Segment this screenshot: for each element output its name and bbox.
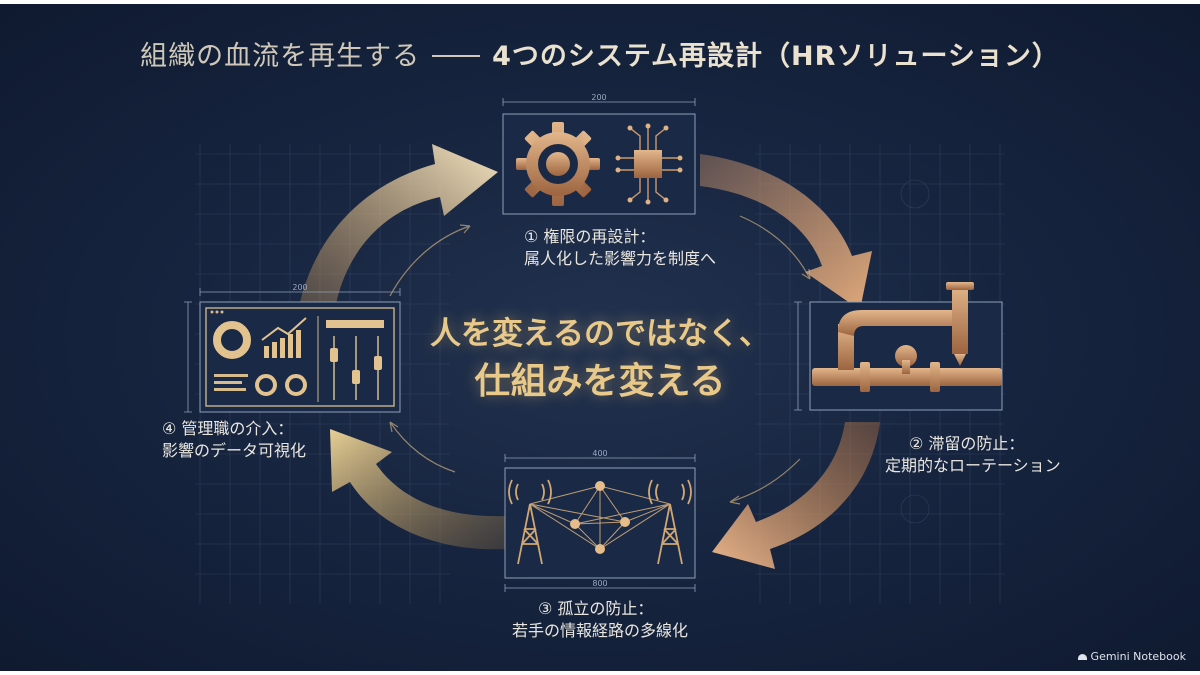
step-4-heading: ④ 管理職の介入： — [162, 419, 294, 438]
arrow-bottom-right — [712, 422, 880, 569]
step-3-heading: ③ 孤立の防止： — [538, 599, 654, 618]
step-1-heading: ① 権限の再設計： — [524, 227, 656, 246]
title-part-2: 4つのシステム再設計（HRソリューション） — [492, 41, 1060, 72]
title-part-1: 組織の血流を再生する — [140, 41, 421, 72]
step-3-detail: 若手の情報経路の多線化 — [512, 621, 689, 640]
step-2-heading: ② 滞留の防止： — [909, 434, 1025, 453]
center-message: 人を変えるのではなく、 仕組みを変える — [380, 312, 820, 408]
inner-arrows — [389, 215, 811, 505]
step-4-detail: 影響のデータ可視化 — [162, 441, 307, 460]
center-line-1: 人を変えるのではなく、 — [429, 316, 771, 352]
node-1-dimension: 200 — [591, 93, 606, 102]
title-dash — [432, 54, 481, 57]
node-3-dimension: 400 — [592, 449, 607, 458]
dashboard-icon — [205, 307, 395, 407]
node-3-dimension-bottom: 800 — [592, 579, 607, 588]
pipe-valve-icon — [812, 282, 1002, 392]
arrow-top-right — [700, 154, 872, 310]
brand-label: Gemini Notebook — [1090, 650, 1186, 663]
center-line-2: 仕組みを変える — [474, 361, 726, 402]
page-title: 組織の血流を再生する 4つのシステム再設計（HRソリューション） — [0, 34, 1200, 73]
step-2-label: ② 滞留の防止： 定期的なローテーション — [885, 433, 1061, 477]
step-2-detail: 定期的なローテーション — [885, 456, 1061, 475]
notebook-logo-icon — [1077, 654, 1087, 660]
step-1-detail: 属人化した影響力を制度へ — [524, 249, 717, 268]
diagram-artwork: 200 — [184, 93, 1005, 604]
brand-watermark: Gemini Notebook — [1077, 650, 1186, 663]
node-4-dimension: 200 — [292, 283, 307, 292]
arrow-bottom-left — [330, 429, 505, 550]
step-1-label: ① 権限の再設計： 属人化した影響力を制度へ — [524, 226, 716, 270]
step-4-label: ④ 管理職の介入： 影響のデータ可視化 — [162, 418, 306, 462]
arrow-top-left — [300, 144, 498, 304]
network-towers-icon — [508, 479, 692, 565]
step-3-label: ③ 孤立の防止： 若手の情報経路の多線化 — [512, 598, 688, 642]
slide: 200 — [0, 4, 1200, 671]
gear-and-chip-icon — [516, 122, 683, 206]
